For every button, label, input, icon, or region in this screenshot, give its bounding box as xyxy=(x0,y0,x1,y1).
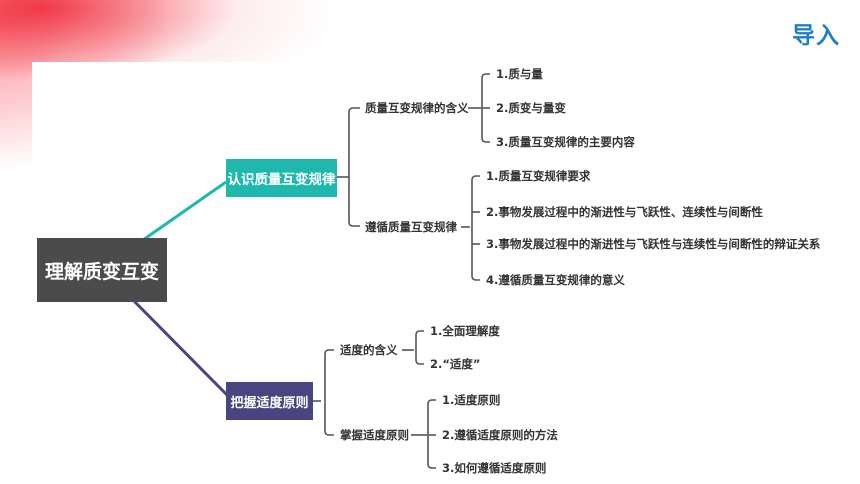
leaf-2-1-2: 2.“适度” xyxy=(430,357,481,371)
subnode-1-1: 质量互变规律的含义 xyxy=(365,101,469,115)
connector-root-branch1 xyxy=(142,180,227,242)
leaf-2-2-1: 1.适度原则 xyxy=(442,393,501,407)
content-panel xyxy=(32,62,860,484)
subnode-1-2: 遵循质量互变规律 xyxy=(365,220,457,234)
leaf-1-1-3: 3.质量互变规律的主要内容 xyxy=(496,135,635,149)
branch-node-1: 认识质量互变规律 xyxy=(226,159,337,197)
leaf-1-1-2: 2.质变与量变 xyxy=(496,101,566,115)
bracket-branch2 xyxy=(313,349,334,436)
subnode-2-2: 掌握适度原则 xyxy=(340,428,409,442)
leaf-1-2-1: 1.质量互变规律要求 xyxy=(486,169,591,183)
branch-node-2: 把握适度原则 xyxy=(226,382,313,420)
leaf-2-2-2: 2.遵循适度原则的方法 xyxy=(442,428,558,442)
leaf-1-2-3: 3.事物发展过程中的渐进性与飞跃性与连续性与间断性的辩证关系 xyxy=(486,237,821,251)
connector-root-branch2 xyxy=(131,298,232,400)
leaf-2-2-3: 3.如何遵循适度原则 xyxy=(442,461,547,475)
bracket-branch1-sub2 xyxy=(461,175,480,281)
leaf-1-1-1: 1.质与量 xyxy=(496,67,543,81)
bracket-branch1 xyxy=(337,107,360,227)
bracket-branch2-sub2 xyxy=(411,399,436,469)
leaf-2-1-1: 1.全面理解度 xyxy=(430,324,500,338)
subnode-2-1: 适度的含义 xyxy=(340,343,398,357)
bracket-branch1-sub1 xyxy=(468,73,490,143)
leaf-1-2-2: 2.事物发展过程中的渐进性与飞跃性、连续性与间断性 xyxy=(486,205,763,219)
section-title: 导入 xyxy=(792,23,840,49)
bracket-branch2-sub1 xyxy=(402,330,424,365)
leaf-1-2-4: 4.遵循质量互变规律的意义 xyxy=(486,273,625,287)
mindmap-root: 理解质变互变 xyxy=(37,238,167,302)
